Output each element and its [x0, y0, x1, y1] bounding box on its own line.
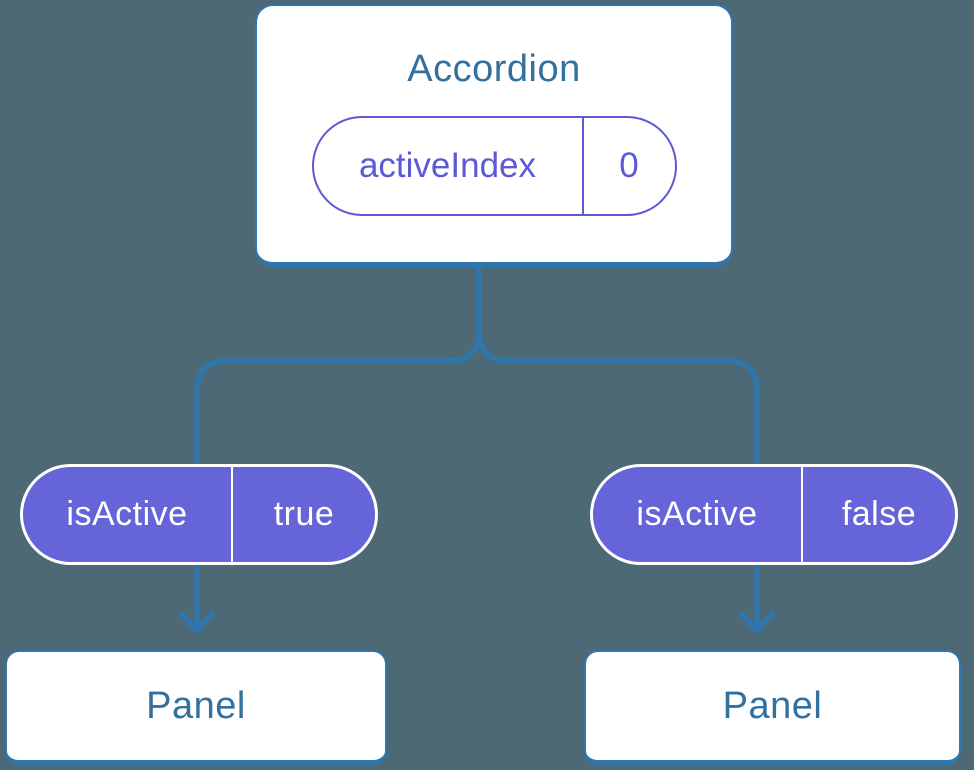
state-pill-value: 0	[619, 146, 639, 185]
connector-right-branch	[476, 259, 760, 629]
panel-node-title: Panel	[722, 684, 823, 727]
prop-pill-key: isActive	[23, 467, 233, 562]
accordion-node-title: Accordion	[407, 48, 581, 90]
prop-pill-value: true	[273, 495, 335, 533]
arrow-down-right-icon	[739, 611, 775, 633]
prop-pill-key: isActive	[593, 467, 803, 562]
prop-pill-isactive-true: isActive true	[20, 464, 378, 565]
panel-node-title: Panel	[146, 684, 246, 727]
prop-pill-value: false	[841, 495, 917, 533]
panel-node-left: Panel	[5, 650, 387, 765]
state-pill-activeindex: activeIndex 0	[311, 116, 677, 216]
accordion-node: Accordion activeIndex 0	[255, 4, 733, 267]
state-pill-key: activeIndex	[314, 118, 584, 214]
panel-node-right: Panel	[584, 650, 961, 765]
connector-left-branch	[194, 259, 482, 629]
prop-pill-isactive-false: isActive false	[590, 464, 958, 565]
arrow-down-left-icon	[179, 611, 215, 633]
